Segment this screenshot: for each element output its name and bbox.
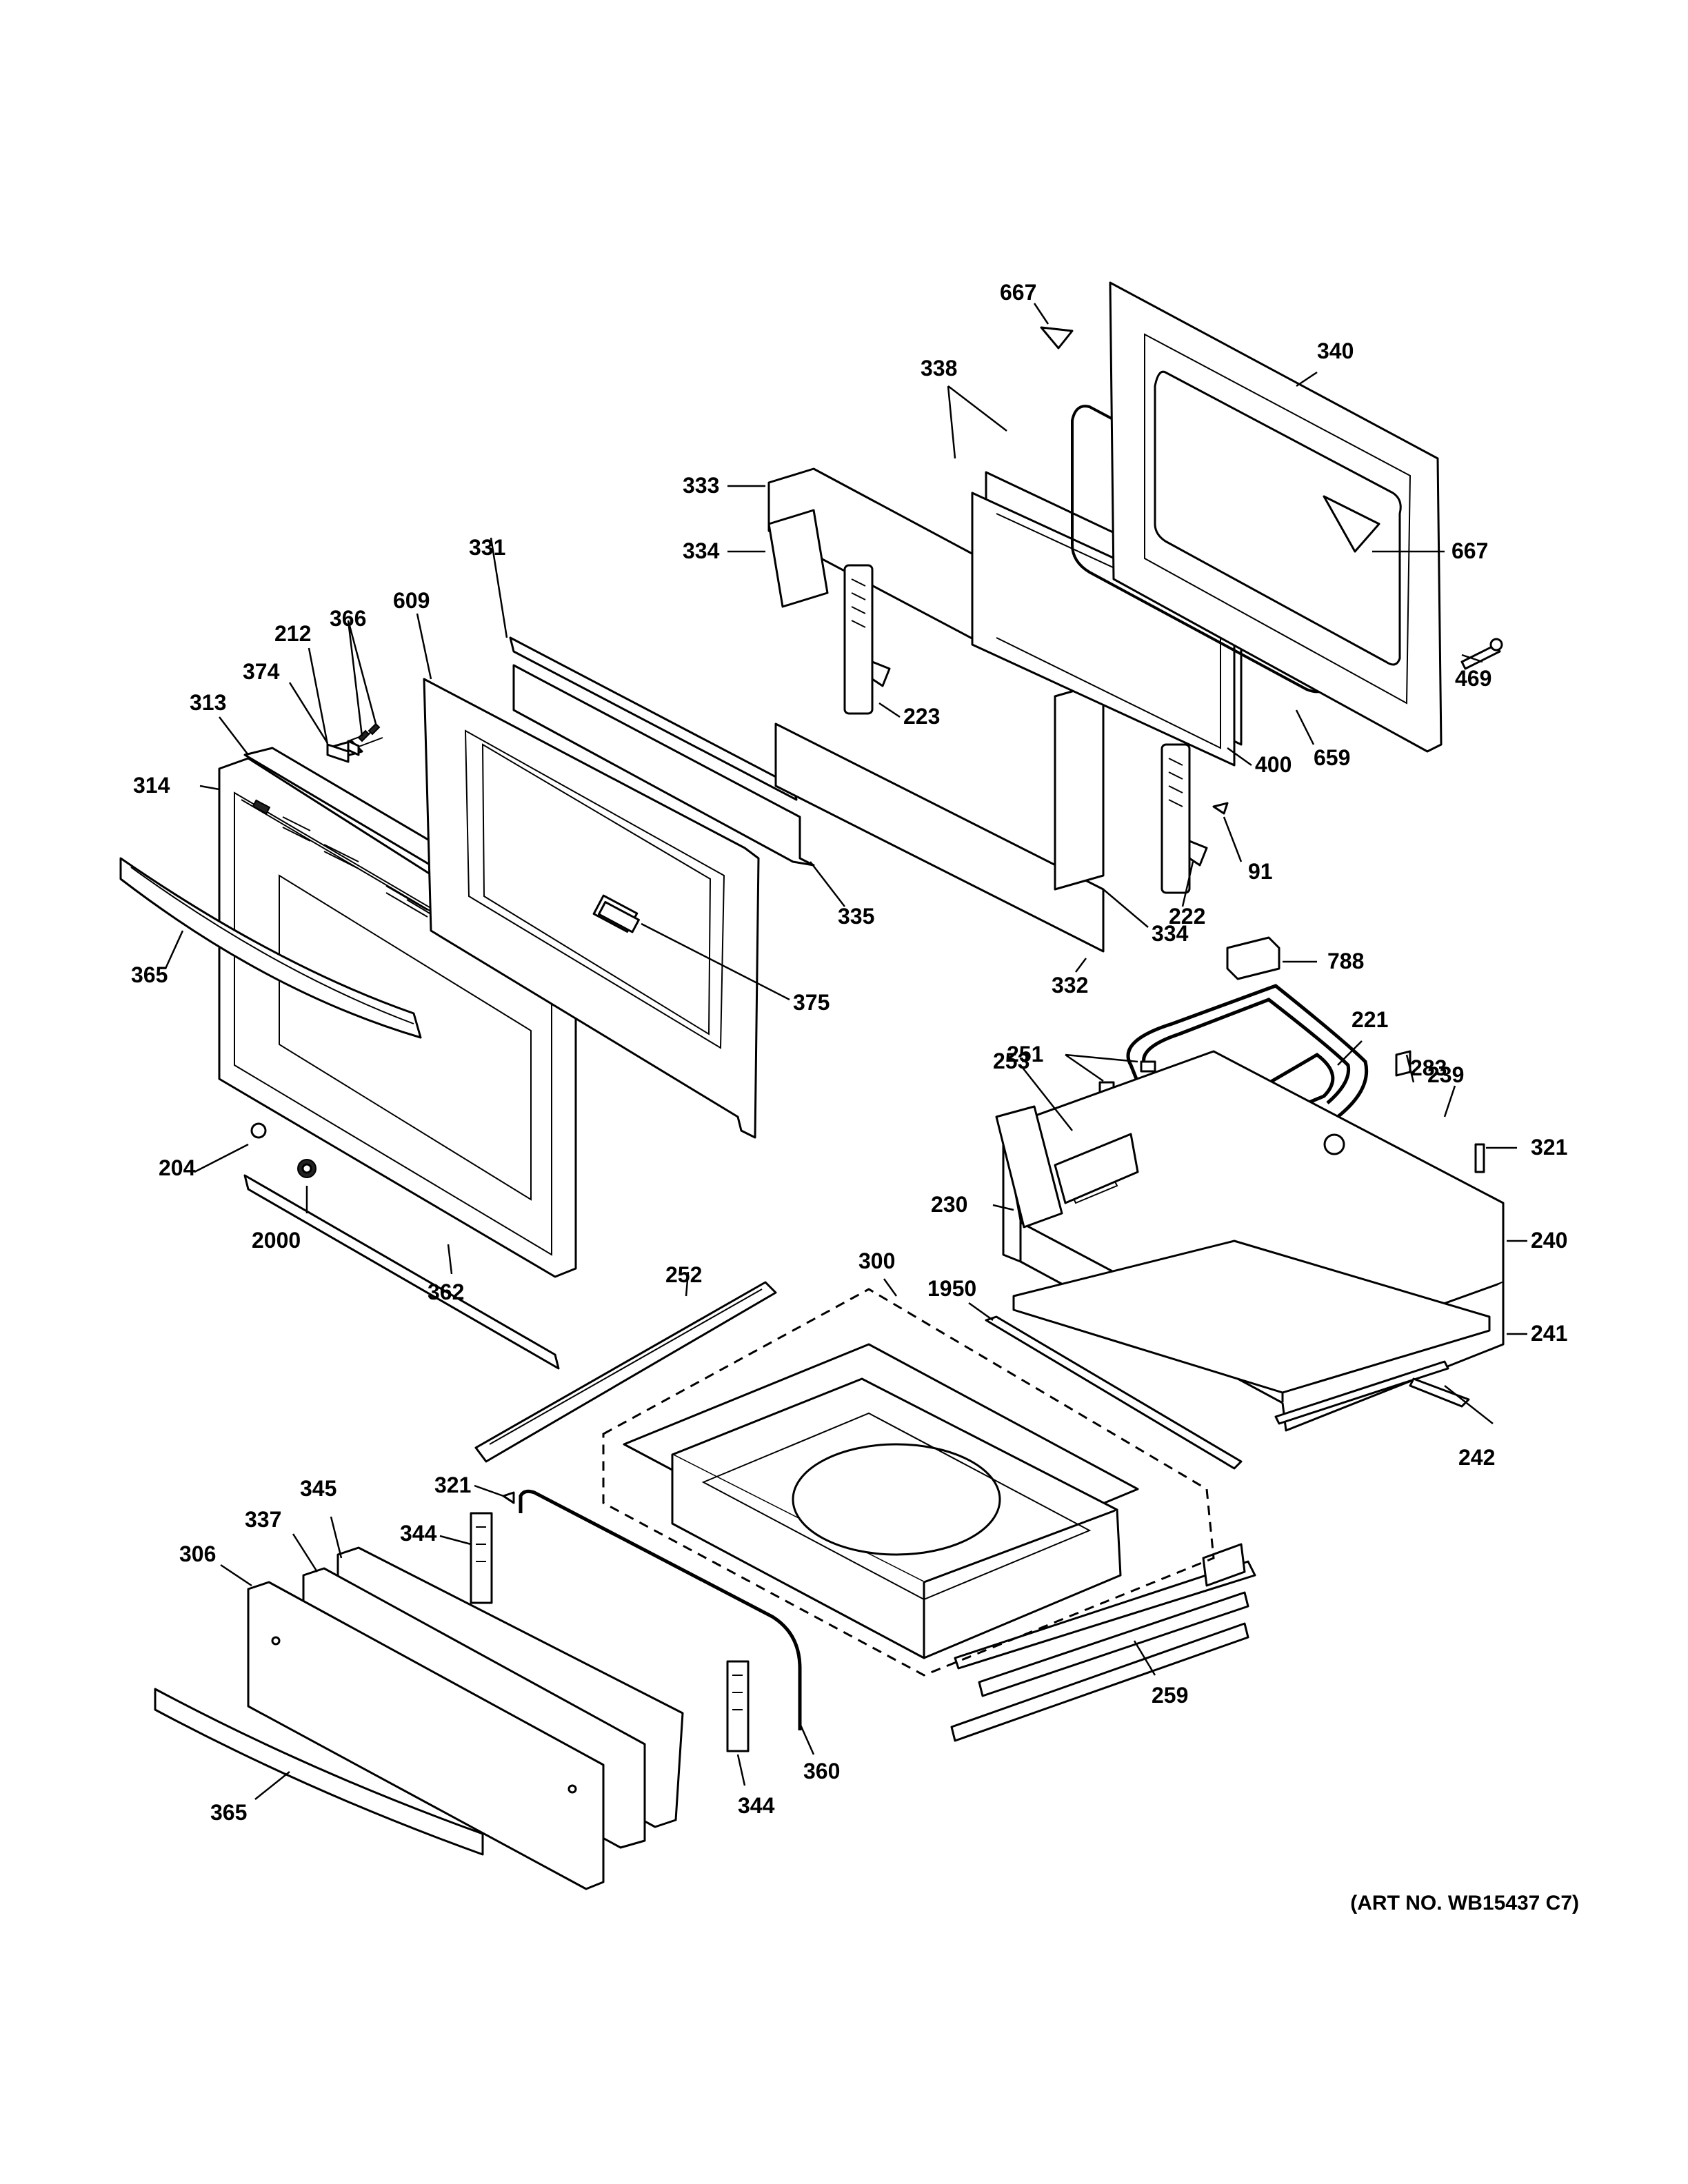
leader-lines: [164, 303, 1527, 1800]
drawer-box-group-outline: [602, 1288, 1215, 1677]
callout-366: 366: [330, 606, 366, 631]
callout-283: 283: [1410, 1055, 1447, 1080]
callout-239: 239: [1427, 1062, 1464, 1087]
callout-362: 362: [428, 1280, 464, 1304]
callout-334-right: 334: [1152, 921, 1189, 946]
callout-313: 313: [190, 690, 226, 715]
element-terminal-blocks: [1098, 1060, 1156, 1093]
sensor-block: [1226, 936, 1280, 980]
callout-259: 259: [1152, 1683, 1188, 1708]
callout-91: 91: [1248, 859, 1273, 884]
callout-223: 223: [903, 704, 940, 729]
callout-788: 788: [1327, 949, 1364, 973]
drawer-gasket: [519, 1489, 802, 1730]
callout-344-upper: 344: [400, 1521, 437, 1546]
bottom-heat-shield: [985, 1240, 1491, 1470]
callout-1950: 1950: [927, 1276, 976, 1301]
callout-345: 345: [300, 1476, 336, 1501]
drawer-handle: [154, 1688, 484, 1856]
callout-306: 306: [179, 1541, 216, 1566]
drawer-rail-right: [954, 1543, 1256, 1697]
callout-338: 338: [921, 356, 957, 381]
drawer-box: [623, 1343, 1139, 1659]
door-clip: [597, 900, 640, 933]
drawer-bracket-lower: [726, 1660, 750, 1752]
hinge-bolt: [1460, 638, 1503, 670]
drawer-rail-left: [474, 1281, 777, 1463]
door-corner-gasket: [1040, 326, 1074, 350]
callout-221: 221: [1352, 1007, 1388, 1032]
callout-334-left: 334: [683, 538, 720, 563]
drawer-bracket-upper: [470, 1512, 493, 1604]
callout-365-bottom: 365: [210, 1800, 247, 1825]
callout-253: 253: [993, 1049, 1029, 1073]
callout-252: 252: [665, 1262, 702, 1287]
callout-212: 212: [274, 621, 311, 646]
callout-251: 251: [1007, 1042, 1043, 1066]
callout-659: 659: [1314, 745, 1350, 770]
callout-667-right: 667: [1451, 538, 1488, 563]
callout-333: 333: [683, 473, 719, 498]
callout-230: 230: [931, 1192, 967, 1217]
screw-small: [1212, 802, 1229, 815]
callout-340: 340: [1317, 338, 1354, 363]
callout-667-top: 667: [1000, 280, 1036, 305]
drawer-slide-lower: [950, 1622, 1249, 1742]
callout-240: 240: [1531, 1228, 1567, 1253]
screw-right: [1474, 1143, 1485, 1173]
callout-337: 337: [245, 1507, 281, 1532]
door-glass-panes: [971, 471, 1243, 767]
callout-314: 314: [133, 773, 170, 798]
callout-344-lower: 344: [738, 1793, 775, 1818]
screw-lower: [502, 1491, 515, 1504]
callout-469: 469: [1455, 666, 1491, 691]
callout-2000: 2000: [252, 1228, 301, 1253]
callout-321-lower: 321: [434, 1473, 471, 1497]
inner-door-panel: [1109, 281, 1443, 753]
callout-360: 360: [803, 1759, 840, 1783]
callout-241: 241: [1531, 1321, 1567, 1346]
callout-374: 374: [243, 659, 280, 684]
oven-door-bottom-trim: [243, 1122, 560, 1370]
callout-332: 332: [1052, 973, 1088, 998]
callout-242: 242: [1458, 1445, 1495, 1470]
door-latch-hardware: [326, 722, 381, 763]
left-side-bracket: [995, 1105, 1139, 1228]
door-hinge-left: [843, 564, 891, 715]
callout-331: 331: [469, 535, 505, 560]
art-number: (ART NO. WB15437 C7): [1350, 1892, 1579, 1914]
callout-222: 222: [1169, 904, 1205, 929]
callout-321-right: 321: [1531, 1135, 1567, 1160]
callout-375: 375: [793, 990, 830, 1015]
callout-labels: 667 340 338 333 334 667 469 331 223 659 …: [131, 280, 1567, 1825]
callout-300: 300: [858, 1248, 895, 1273]
callout-365-top: 365: [131, 962, 168, 987]
callout-400: 400: [1255, 752, 1292, 777]
callout-204: 204: [159, 1155, 196, 1180]
oven-door-handle: [119, 857, 422, 1039]
door-hinge-right: [1160, 743, 1208, 894]
callout-609: 609: [393, 588, 430, 613]
callout-335: 335: [838, 904, 874, 929]
drawer-front-panel: [247, 1581, 605, 1890]
